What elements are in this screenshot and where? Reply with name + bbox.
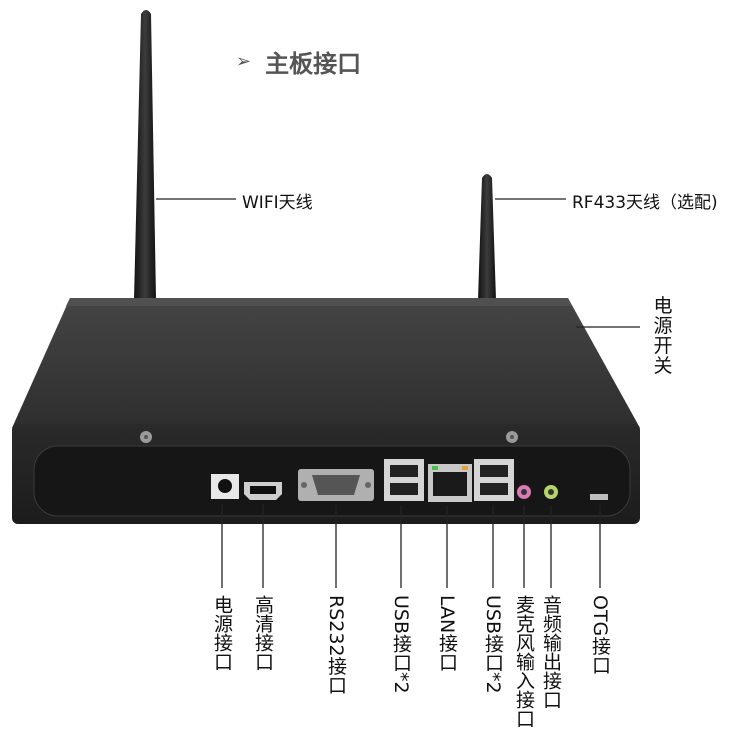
- lan-port: [428, 464, 472, 502]
- power-switch-label: 电源开关: [653, 295, 673, 377]
- port-label-mic: 麦克风输入接口: [513, 595, 535, 728]
- wifi-antenna-label: WIFI天线: [242, 193, 313, 213]
- port-label-usb-2: USB接口*2: [482, 595, 504, 694]
- rf433-antenna: [478, 174, 496, 300]
- rf433-antenna-label: RF433天线（选配): [572, 193, 718, 213]
- usb-port-2: [474, 459, 514, 501]
- port-label-lan: LAN接口: [436, 595, 458, 672]
- wifi-antenna: [134, 10, 156, 300]
- port-label-audio-out: 音频输出接口: [540, 595, 562, 709]
- section-title-text: 主板接口: [265, 50, 362, 78]
- port-label-power: 电源接口: [211, 595, 233, 671]
- device-top: [12, 298, 640, 428]
- rs232-port: [298, 469, 374, 501]
- port-label-usb-1: USB接口*2: [390, 595, 412, 694]
- port-label-rs232: RS232接口: [325, 595, 347, 695]
- leader-lines: [156, 198, 640, 588]
- section-title: ➢ 主板接口: [236, 44, 361, 79]
- power-jack: [211, 474, 239, 499]
- otg-port: [590, 494, 608, 500]
- hdmi-port: [244, 482, 282, 500]
- arrow-right-icon: ➢: [236, 51, 252, 72]
- port-label-hdmi: 高清接口: [252, 595, 274, 671]
- port-label-otg: OTG接口: [589, 595, 611, 675]
- usb-port-1: [384, 459, 424, 501]
